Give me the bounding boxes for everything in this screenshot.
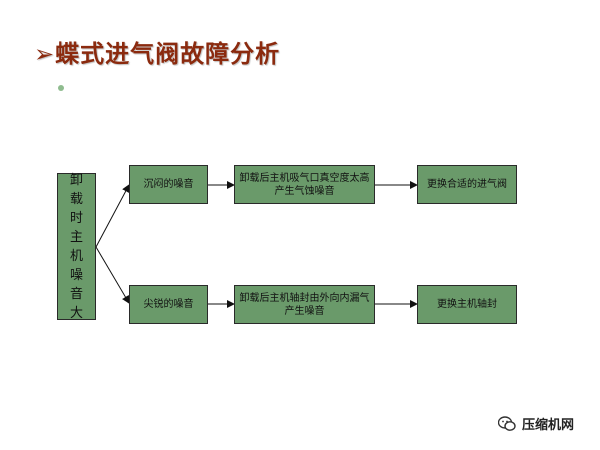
root-problem-box: 卸载时主机噪音大 (57, 173, 96, 321)
symptom-box-1: 沉闷的噪音 (129, 165, 208, 204)
cause-box-1: 卸载后主机吸气口真空度太高产生气蚀噪音 (234, 165, 375, 204)
watermark-text: 压缩机网 (522, 418, 575, 433)
bullet-point (58, 85, 64, 91)
watermark: 压缩机网 (498, 414, 574, 433)
page-title: ➢蝶式进气阀故障分析 (34, 40, 281, 68)
cause-box-2: 卸载后主机轴封由外向内漏气产生噪音 (234, 285, 375, 324)
wechat-icon (498, 415, 516, 431)
arrow-root-to-symptom-1 (95, 184, 130, 248)
symptom-box-2: 尖锐的噪音 (129, 285, 208, 324)
solution-box-1: 更换合适的进气阀 (417, 165, 517, 204)
arrow-root-to-symptom-2 (95, 246, 130, 304)
solution-box-2: 更换主机轴封 (417, 285, 517, 324)
